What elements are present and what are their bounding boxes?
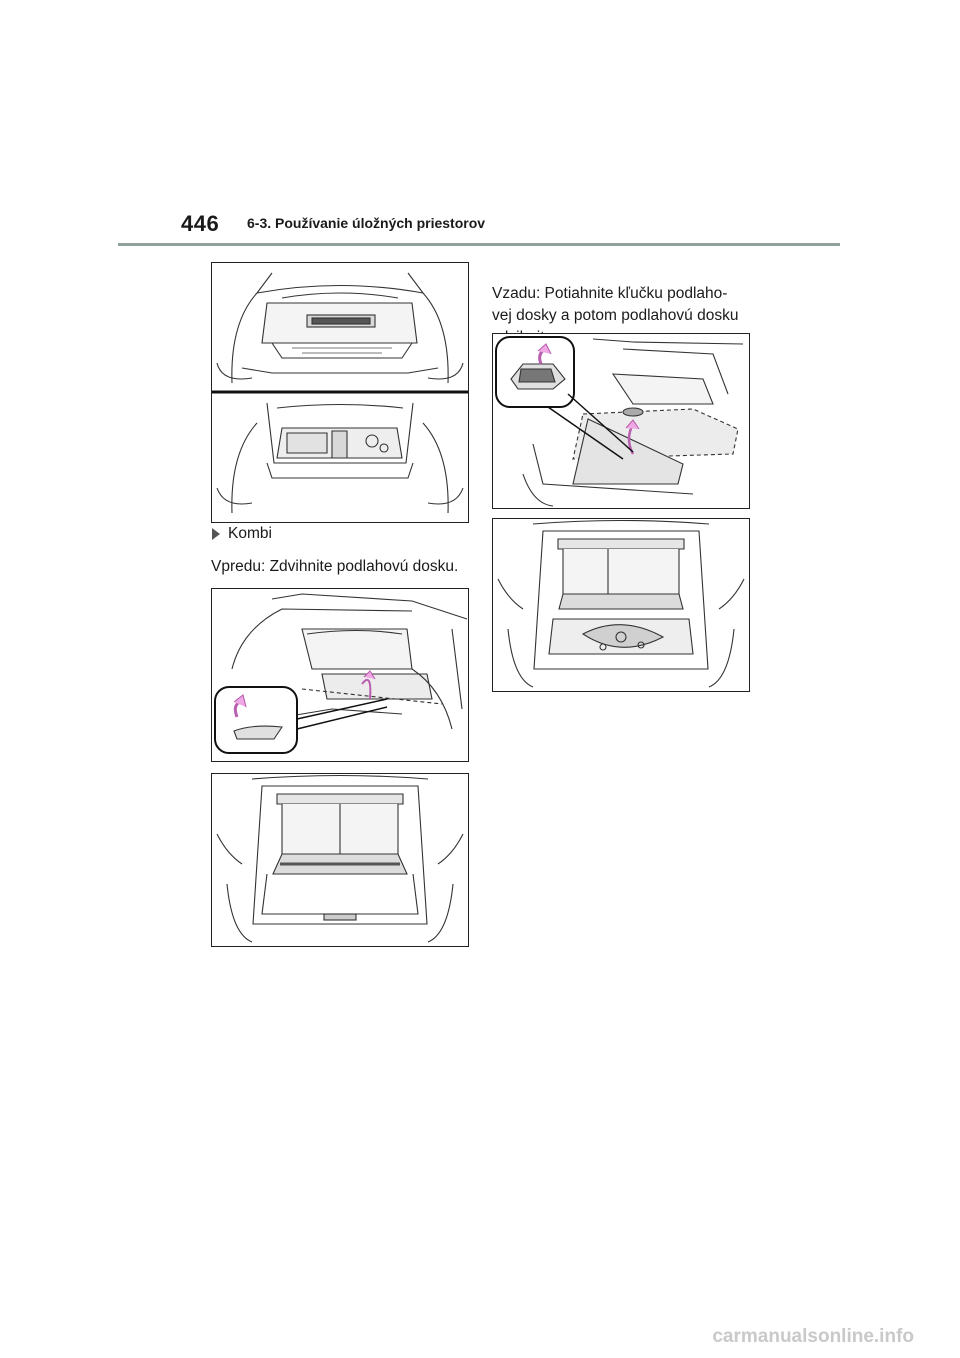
kombi-label: Kombi <box>228 525 272 542</box>
watermark: carmanualsonline.info <box>712 1326 914 1347</box>
rear-instruction-line-1: Vzadu: Potiahnite kľučku podlaho- <box>492 285 728 302</box>
hatchback-trunk-figure <box>211 262 469 523</box>
section-title: 6-3. Používanie úložných priestorov <box>247 215 486 231</box>
kombi-rear-open-figure <box>492 518 750 692</box>
front-instruction: Vpredu: Zdvihnite podlahovú dosku. <box>211 558 459 575</box>
page-number: 446 <box>181 211 220 236</box>
kombi-front-figure <box>211 588 469 762</box>
header-divider <box>118 243 840 246</box>
kombi-bullet: Kombi <box>212 525 272 543</box>
bullet-triangle-icon <box>212 528 220 540</box>
kombi-rear-figure <box>492 333 750 509</box>
rear-instruction-line-2: vej dosky a potom podlahovú dosku <box>492 307 739 324</box>
kombi-front-open-figure <box>211 773 469 947</box>
